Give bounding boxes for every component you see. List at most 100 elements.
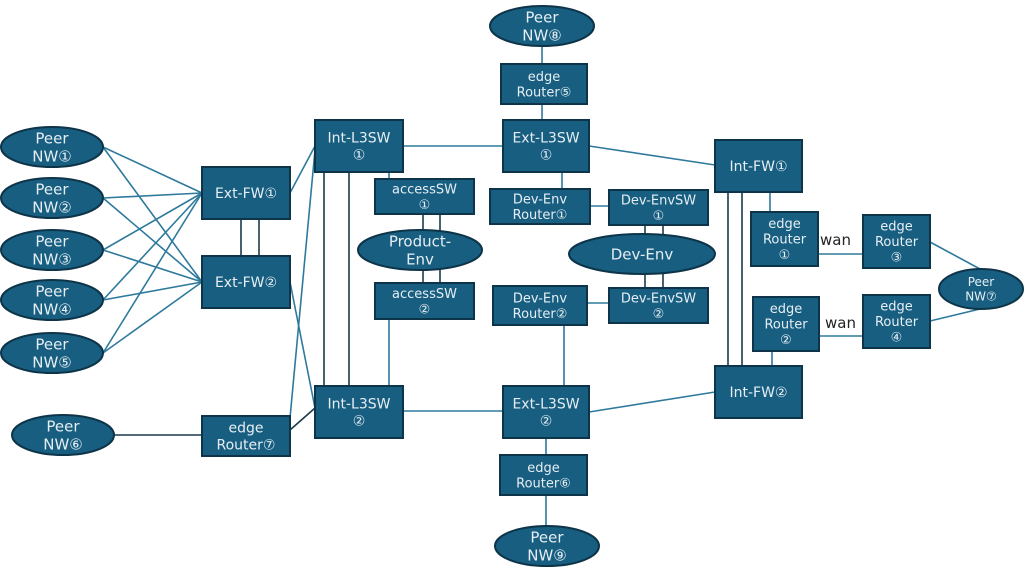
edgeR7-label: edge bbox=[229, 421, 264, 437]
node-intFW1[interactable]: Int-FW① bbox=[714, 139, 803, 193]
peer9-label: Peer bbox=[530, 528, 564, 546]
link-line bbox=[102, 146, 203, 194]
edgeR1-label: Router bbox=[763, 233, 807, 248]
edgeR4-label: ④ bbox=[891, 331, 903, 346]
node-extFW1[interactable]: Ext-FW① bbox=[201, 166, 291, 220]
devEnvSW2-label: ② bbox=[653, 307, 665, 322]
peer8-shape bbox=[489, 5, 595, 47]
extL3SW1-shape bbox=[502, 119, 590, 173]
extL3SW2-label: Ext-L3SW bbox=[512, 397, 579, 413]
devEnvRouter1-label: Dev-Env bbox=[513, 192, 567, 207]
productEnv-label: Env bbox=[406, 250, 434, 268]
link-line bbox=[102, 192, 203, 199]
peer7-label: Peer bbox=[968, 275, 995, 289]
link-line bbox=[102, 197, 203, 283]
peer5-label: Peer bbox=[35, 335, 69, 353]
productEnv-shape bbox=[357, 229, 483, 271]
intL3SW1-label: ① bbox=[353, 147, 366, 163]
link-line bbox=[102, 192, 203, 354]
intL3SW1-label: Int-L3SW bbox=[328, 131, 391, 147]
devEnvRouter1-shape bbox=[489, 188, 591, 225]
devEnv-label: Dev-Env bbox=[611, 245, 674, 263]
intL3SW1-shape bbox=[314, 119, 404, 173]
peer1-label: NW① bbox=[32, 147, 72, 165]
edgeR3-label: Router bbox=[875, 235, 919, 250]
edgeR7-label: Router⑦ bbox=[217, 437, 276, 453]
link-line bbox=[929, 241, 981, 270]
edgeR3-shape bbox=[862, 214, 931, 269]
productEnv-label: Product- bbox=[389, 232, 451, 250]
peer8-label: Peer bbox=[525, 8, 559, 26]
intFW1-label: Int-FW① bbox=[730, 159, 788, 175]
intFW1-shape bbox=[714, 139, 803, 193]
extFW2-label: Ext-FW② bbox=[215, 275, 277, 291]
node-productEnv[interactable]: Product-Env bbox=[357, 229, 483, 271]
edgeR2-label: Router bbox=[764, 318, 808, 333]
devEnvRouter2-label: Router② bbox=[513, 307, 568, 322]
peer7-label: NW⑦ bbox=[965, 289, 997, 303]
peer4-label: NW④ bbox=[32, 300, 72, 318]
node-devEnv[interactable]: Dev-Env bbox=[568, 233, 716, 275]
devEnvSW2-shape bbox=[608, 287, 709, 324]
devEnv-shape bbox=[568, 233, 716, 275]
link-line bbox=[102, 146, 203, 283]
intL3SW2-shape bbox=[314, 385, 404, 439]
node-extFW2[interactable]: Ext-FW② bbox=[201, 255, 291, 309]
peer6-shape bbox=[11, 414, 115, 456]
devEnvSW1-shape bbox=[608, 189, 709, 226]
extL3SW2-shape bbox=[502, 385, 590, 439]
link-line bbox=[588, 391, 716, 413]
link-line bbox=[102, 281, 203, 301]
peer5-label: NW⑤ bbox=[32, 353, 72, 371]
edgeR3-label: edge bbox=[880, 219, 913, 234]
link-line bbox=[588, 145, 716, 166]
peer2-shape bbox=[0, 177, 104, 219]
edgeR2-shape bbox=[752, 296, 820, 352]
accessSW2-shape bbox=[374, 282, 475, 320]
extL3SW1-label: ① bbox=[540, 147, 553, 163]
intL3SW2-label: ② bbox=[353, 413, 366, 429]
link-line bbox=[289, 149, 316, 419]
devEnvSW1-label: ① bbox=[653, 209, 665, 224]
edgeR6-shape bbox=[499, 454, 588, 496]
intFW2-label: Int-FW② bbox=[730, 385, 788, 401]
edgeR6-label: Router⑥ bbox=[516, 476, 571, 491]
node-intFW2[interactable]: Int-FW② bbox=[714, 365, 803, 419]
edgeR7-shape bbox=[201, 415, 291, 457]
extFW1-shape bbox=[201, 166, 291, 220]
peer3-label: Peer bbox=[35, 232, 69, 250]
devEnvRouter1-label: Router① bbox=[513, 208, 568, 223]
edgeR3-label: ③ bbox=[891, 251, 903, 266]
peer2-label: Peer bbox=[35, 180, 69, 198]
link-line bbox=[289, 145, 316, 194]
devEnvRouter2-shape bbox=[492, 285, 588, 326]
peer1-shape bbox=[0, 126, 104, 168]
